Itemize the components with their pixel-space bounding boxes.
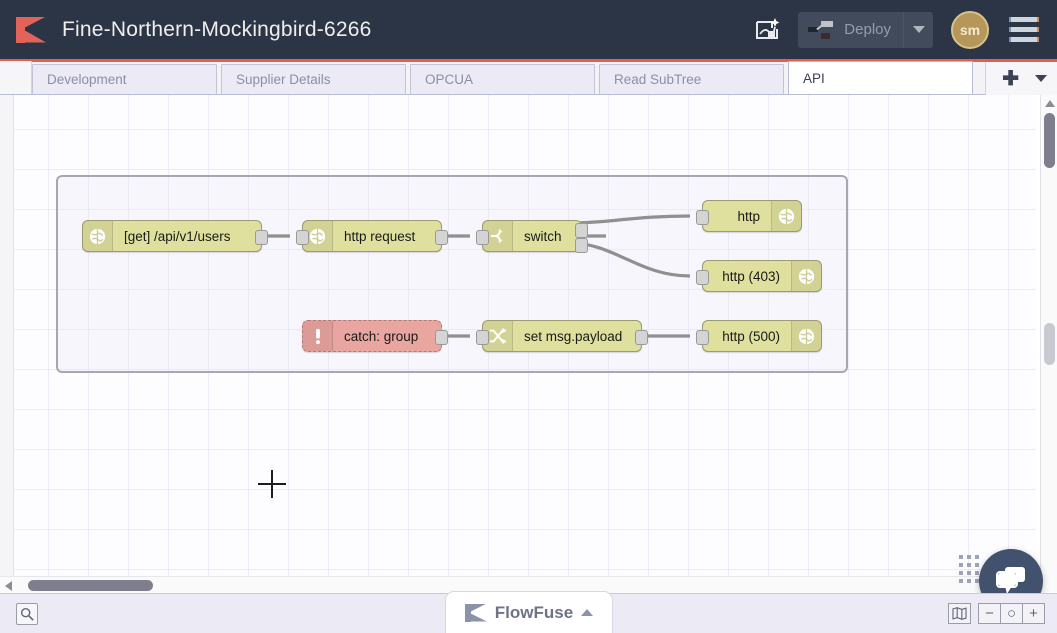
node-output-port[interactable] [435,330,448,345]
deploy-button[interactable]: Deploy [798,11,933,48]
node-http-response-500[interactable]: http (500) [696,320,822,352]
node-output-port-2[interactable] [575,238,588,253]
flowfuse-logo-icon [16,16,46,43]
app-header: Fine-Northern-Mockingbird-6266 Deploy sm [0,0,1057,62]
avatar[interactable]: sm [951,10,989,49]
tab-supplier-details[interactable]: Supplier Details [221,64,406,94]
node-catch-group[interactable]: catch: group [302,320,448,352]
tab-bar-gutter [0,61,32,94]
globe-icon [83,221,113,251]
node-switch[interactable]: switch [476,220,588,253]
search-icon[interactable] [16,602,38,625]
zoom-in-button[interactable]: + [1022,603,1045,624]
flow-tab-bar: Development Supplier Details OPCUA Read … [0,61,1057,95]
scroll-up-arrow-icon[interactable] [1045,100,1055,107]
flowfuse-logo-icon [464,603,487,622]
node-output-port-1[interactable] [575,223,588,238]
flow-canvas-container: [get] /api/v1/users http request [0,95,1057,633]
flowfuse-label: FlowFuse [494,602,574,622]
ai-flow-sparkle-icon[interactable] [750,13,784,47]
horizontal-scroll-thumb[interactable] [28,580,153,591]
zoom-reset-button[interactable]: ○ [1000,603,1023,624]
node-label: [get] /api/v1/users [124,228,231,244]
node-http-request[interactable]: http request [296,220,448,252]
tab-read-subtree[interactable]: Read SubTree [599,64,784,94]
tab-bar-actions: ✚ [985,62,1057,95]
map-navigator-icon[interactable] [948,603,971,624]
node-change-set-payload[interactable]: set msg.payload [476,320,648,352]
canvas-left-rail [0,95,14,592]
chevron-up-icon[interactable] [581,609,594,616]
canvas-vertical-scrollbar[interactable] [1040,95,1057,592]
node-input-port[interactable] [696,330,709,345]
hamburger-menu-icon[interactable] [1009,17,1039,42]
node-input-port[interactable] [476,230,489,245]
node-label: catch: group [344,328,419,344]
globe-icon [791,261,821,291]
globe-icon [791,321,821,351]
node-output-port[interactable] [635,330,648,345]
tab-list-chevron-down-icon[interactable] [1035,75,1047,82]
node-input-port[interactable] [696,270,709,285]
node-label: http request [344,228,416,244]
node-input-port[interactable] [296,230,309,245]
globe-icon [771,201,801,231]
deploy-dropdown-chevron-down-icon[interactable] [903,11,933,48]
plus-icon[interactable]: ✚ [1002,67,1019,90]
flow-canvas[interactable]: [get] /api/v1/users http request [14,95,1036,592]
page-title: Fine-Northern-Mockingbird-6266 [62,17,372,41]
canvas-view-controls: − ○ + [948,603,1045,624]
node-input-port[interactable] [476,330,489,345]
node-label: http [737,208,760,224]
node-input-port[interactable] [696,210,709,225]
node-output-port[interactable] [435,230,448,245]
node-label: set msg.payload [524,328,623,344]
node-label: http (500) [722,328,780,344]
status-bar: FlowFuse − ○ + [0,591,1057,633]
deploy-button-label: Deploy [844,21,891,38]
vertical-scroll-thumb-secondary[interactable] [1044,323,1055,365]
node-label: http (403) [722,268,780,284]
vertical-scroll-thumb[interactable] [1044,113,1055,168]
deploy-nodes-icon [808,20,836,40]
canvas-horizontal-scrollbar[interactable] [0,576,1040,593]
node-http-response-403[interactable]: http (403) [696,260,822,292]
canvas-cursor-crosshair [258,470,286,498]
node-http-in[interactable]: [get] /api/v1/users [82,220,268,252]
tab-api[interactable]: API [788,61,973,94]
zoom-out-button[interactable]: − [978,603,1001,624]
flowfuse-branding-panel[interactable]: FlowFuse [445,591,613,633]
node-output-port[interactable] [255,230,268,245]
drag-dots-icon[interactable] [959,555,979,583]
node-label: switch [524,228,562,244]
tab-development[interactable]: Development [32,64,217,94]
node-http-response-200[interactable]: http [696,200,802,232]
alert-icon [303,321,333,351]
scroll-left-arrow-icon[interactable] [5,581,12,591]
tab-opcua[interactable]: OPCUA [410,64,595,94]
